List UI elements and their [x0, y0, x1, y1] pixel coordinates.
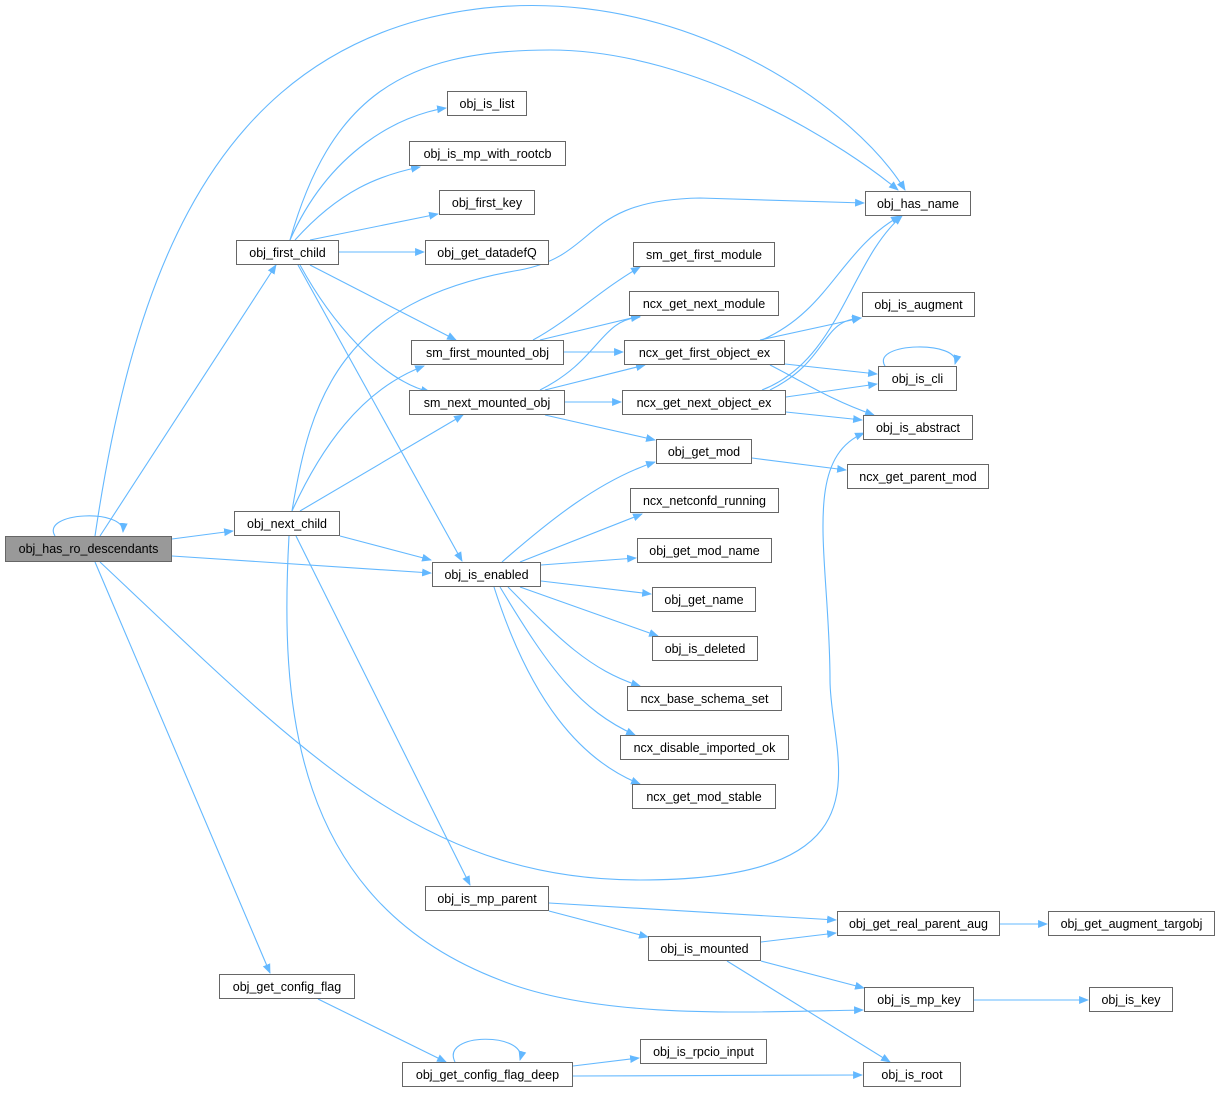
edge-first-child-sm-first	[309, 264, 457, 341]
edge-first-child-has-name	[289, 49, 899, 241]
node-get-name[interactable]: obj_get_name	[652, 587, 756, 612]
edge-first-child-is-mp-with-rootcb	[294, 164, 421, 241]
edge-is-mounted-is-root	[726, 960, 891, 1063]
edge-root-has-name	[94, 4, 906, 537]
node-ncx-disable-imported-ok[interactable]: ncx_disable_imported_ok	[620, 735, 789, 760]
edge-root-is-abstract	[99, 432, 865, 881]
edge-first-child-sm-next	[299, 264, 431, 394]
node-is-mp-key[interactable]: obj_is_mp_key	[864, 987, 974, 1012]
node-ncx-base-schema-set[interactable]: ncx_base_schema_set	[627, 686, 782, 711]
edge-next-obj-ex-is-cli	[785, 381, 878, 398]
node-get-mod[interactable]: obj_get_mod	[656, 439, 752, 464]
node-is-key[interactable]: obj_is_key	[1089, 987, 1173, 1012]
node-get-datadefQ[interactable]: obj_get_datadefQ	[425, 240, 549, 265]
node-is-mounted[interactable]: obj_is_mounted	[648, 936, 761, 961]
edge-next-child-is-enabled	[339, 535, 432, 562]
edge-sm-next-first-obj-ex	[544, 363, 646, 391]
edge-sm-next-get-mod	[544, 414, 656, 442]
node-is-deleted[interactable]: obj_is_deleted	[652, 636, 758, 661]
node-is-cli[interactable]: obj_is_cli	[878, 366, 957, 391]
node-next-child[interactable]: obj_next_child	[234, 511, 340, 536]
edge-next-child-is-mp-key	[286, 535, 864, 1015]
edge-is-enabled-ncx-disable-imported-ok	[499, 586, 636, 736]
node-first-key[interactable]: obj_first_key	[439, 190, 535, 215]
node-ncx-get-parent-mod[interactable]: ncx_get_parent_mod	[847, 464, 989, 489]
edge-first-obj-ex-is-abstract	[769, 364, 875, 416]
edge-is-enabled-ncx-netconfd-running	[519, 513, 643, 563]
edge-first-child-is-enabled	[297, 264, 463, 562]
edge-is-enabled-get-mod	[501, 461, 656, 563]
edge-next-obj-ex-has-name	[761, 215, 903, 391]
edge-next-child-sm-first	[291, 365, 425, 512]
node-ncx-get-first-object-ex[interactable]: ncx_get_first_object_ex	[624, 340, 785, 365]
edge-next-child-has-name	[291, 197, 865, 512]
edge-is-enabled-ncx-base-schema-set	[507, 586, 641, 688]
node-ncx-get-next-module[interactable]: ncx_get_next_module	[629, 291, 779, 316]
edge-sm-first-sm-get-first-module	[532, 266, 641, 341]
edge-root-self	[52, 515, 128, 537]
edge-next-obj-ex-is-abstract	[785, 411, 863, 424]
node-ncx-netconfd-running[interactable]: ncx_netconfd_running	[630, 488, 779, 513]
node-get-config-flag[interactable]: obj_get_config_flag	[219, 974, 355, 999]
node-sm-get-first-module[interactable]: sm_get_first_module	[633, 242, 775, 267]
node-is-list[interactable]: obj_is_list	[447, 91, 527, 116]
node-is-mp-with-rootcb[interactable]: obj_is_mp_with_rootcb	[409, 141, 566, 166]
edge-first-obj-ex-has-name	[761, 215, 901, 341]
node-sm-first-mounted-obj[interactable]: sm_first_mounted_obj	[411, 340, 564, 365]
edge-is-enabled-ncx-get-mod-stable	[493, 586, 641, 785]
edge-next-obj-ex-is-augment	[769, 314, 862, 391]
edge-get-config-flag-deep	[317, 998, 447, 1063]
edge-root-next-child	[171, 528, 234, 540]
edge-first-child-first-key	[309, 211, 439, 241]
edge-deep-is-root	[572, 1071, 863, 1079]
node-is-enabled[interactable]: obj_is_enabled	[432, 562, 541, 587]
node-root[interactable]: obj_has_ro_descendants	[5, 536, 172, 562]
edge-first-obj-ex-is-cli	[784, 363, 878, 377]
node-first-child[interactable]: obj_first_child	[236, 240, 339, 265]
edge-is-mp-parent-is-mounted	[548, 910, 649, 939]
node-is-root[interactable]: obj_is_root	[863, 1062, 961, 1087]
edge-is-enabled-is-deleted	[519, 586, 659, 637]
edge-sm-next-ncx-get-next-module	[539, 313, 641, 391]
edge-deep-is-rpcio-input	[572, 1055, 640, 1067]
edge-get-mod-ncx-get-parent-mod	[751, 457, 847, 473]
edge-root-first-child	[99, 264, 277, 537]
node-sm-next-mounted-obj[interactable]: sm_next_mounted_obj	[409, 390, 565, 415]
edge-deep-self	[452, 1038, 527, 1063]
edge-root-get-config-flag	[94, 561, 271, 974]
edge-is-enabled-get-mod-name	[540, 554, 637, 566]
edge-is-enabled-get-name	[540, 580, 652, 597]
edge-root-is-enabled	[171, 555, 432, 577]
node-get-config-flag-deep[interactable]: obj_get_config_flag_deep	[402, 1062, 573, 1087]
node-get-real-parent-aug[interactable]: obj_get_real_parent_aug	[837, 911, 1000, 936]
edge-is-mounted-is-mp-key	[760, 960, 865, 990]
node-has-name[interactable]: obj_has_name	[865, 191, 971, 216]
node-is-rpcio-input[interactable]: obj_is_rpcio_input	[640, 1039, 767, 1064]
edge-is-cli-self	[882, 346, 962, 367]
edge-sm-first-ncx-get-next-module	[539, 314, 641, 341]
edge-next-child-sm-next	[299, 414, 464, 512]
node-is-augment[interactable]: obj_is_augment	[862, 292, 975, 317]
node-get-mod-name[interactable]: obj_get_mod_name	[637, 538, 772, 563]
node-ncx-get-next-object-ex[interactable]: ncx_get_next_object_ex	[622, 390, 786, 415]
edge-next-child-is-mp-parent	[295, 535, 471, 886]
edge-is-mounted-get-real-parent-aug	[760, 930, 837, 943]
edge-is-mp-parent-get-real-parent-aug	[548, 902, 837, 924]
node-ncx-get-mod-stable[interactable]: ncx_get_mod_stable	[632, 784, 776, 809]
node-get-augment-targobj[interactable]: obj_get_augment_targobj	[1048, 911, 1215, 936]
edge-first-child-is-list	[289, 105, 447, 241]
node-is-abstract[interactable]: obj_is_abstract	[863, 415, 973, 440]
node-is-mp-parent[interactable]: obj_is_mp_parent	[425, 886, 549, 911]
